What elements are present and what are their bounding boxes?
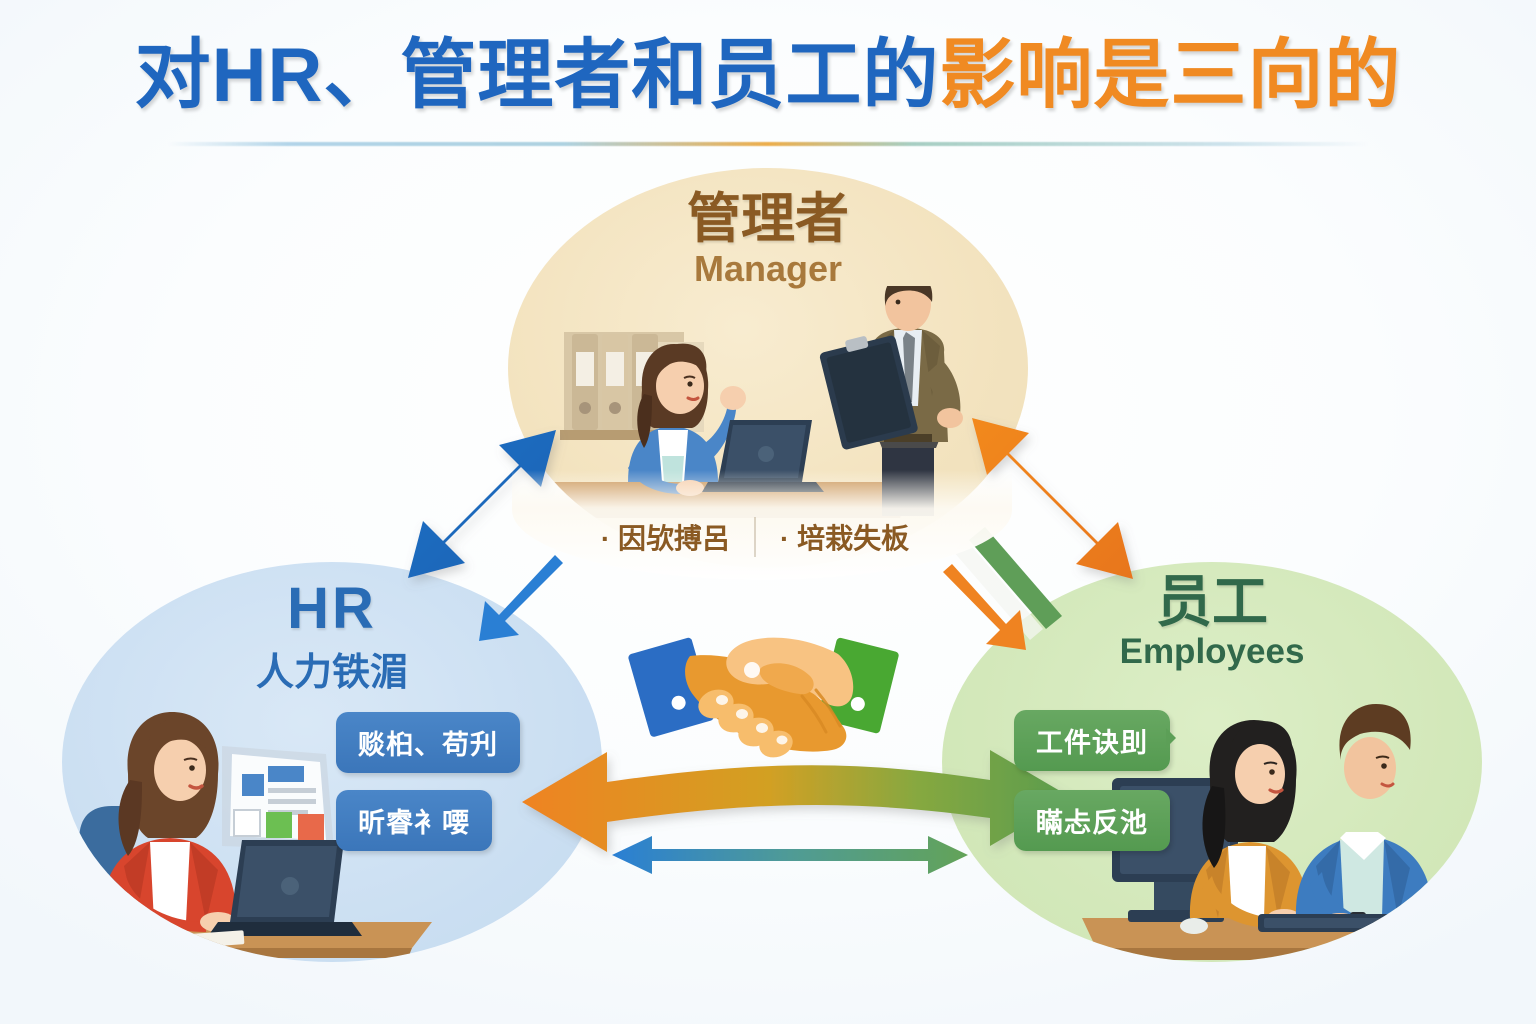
- employees-pill-1[interactable]: 工件诀刞: [1014, 710, 1176, 771]
- title-orange-segment: 影响是三向的: [939, 33, 1402, 118]
- employees-illustration: [1082, 704, 1482, 960]
- center-note-plate: [512, 470, 1012, 580]
- title-blue-segment: 对HR、管理者和员工的: [134, 33, 940, 118]
- node-employees-label-cn: 员工: [1156, 570, 1268, 633]
- node-employees[interactable]: 员工 Employees: [942, 562, 1482, 962]
- center-notes: · 因欤搏呂 · 培栽失板: [540, 506, 970, 568]
- center-note-1: · 因欤搏呂: [600, 523, 730, 554]
- node-employees-title: 员工 Employees: [942, 570, 1482, 673]
- hr-pill-2[interactable]: 昕睿衤喓: [336, 790, 492, 851]
- page-title: 对HR、管理者和员工的影响是三向的: [0, 36, 1536, 116]
- node-manager-label-en: Manager: [693, 248, 843, 290]
- handshake-icon: [628, 637, 899, 758]
- center-note-divider: [754, 517, 756, 557]
- hr-illustration: [79, 712, 432, 958]
- node-employees-label-en: Employees: [1119, 632, 1305, 672]
- title-underline-rule: [168, 142, 1368, 146]
- node-manager-label-cn: 管理者: [687, 189, 849, 249]
- node-hr[interactable]: HR 人力铁湄: [62, 562, 602, 962]
- center-note-2: · 培栽失板: [780, 523, 910, 554]
- node-manager-title: 管理者 Manager: [508, 190, 1028, 290]
- node-hr-label: HR: [287, 576, 377, 641]
- hr-employee-thin-arrow: [612, 836, 968, 874]
- employees-pill-2[interactable]: 瞞忐反池: [1014, 790, 1170, 851]
- hr-pill-1[interactable]: 赕桕、苟刋: [336, 712, 520, 773]
